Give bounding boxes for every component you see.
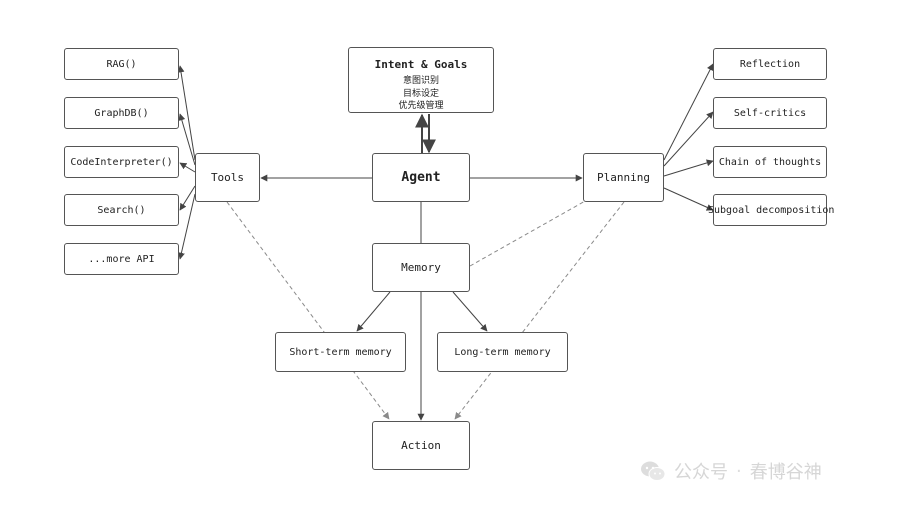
intent-goals-line-1: 意图识别 <box>402 76 439 86</box>
watermark: 公众号 · 春博谷神 <box>640 458 822 484</box>
watermark-text-right: 春博谷神 <box>749 462 822 483</box>
intent-goals-node: Intent & Goals 意图识别 目标设定 优先级管理 <box>348 47 494 113</box>
intent-goals-line-3: 优先级管理 <box>398 101 444 111</box>
arrow-tools-to-search <box>179 185 196 211</box>
watermark-separator: · <box>736 460 742 482</box>
intent-goals-line-2: 目标设定 <box>402 88 439 99</box>
plan-item-reflection: Reflection <box>713 48 827 80</box>
arrow-planning-to-self-critics <box>663 111 714 167</box>
planning-node: Planning <box>583 153 664 202</box>
plan-item-self-critics: Self-critics <box>713 97 827 129</box>
tool-item-graphdb: GraphDB() <box>64 97 179 129</box>
intent-goals-title: Intent & Goals <box>374 58 468 71</box>
action-node: Action <box>372 421 470 470</box>
dashed-planning-to-action <box>454 201 625 420</box>
arrow-planning-to-subgoal <box>663 187 714 211</box>
tools-node: Tools <box>195 153 260 202</box>
short-term-memory-node: Short-term memory <box>275 332 406 372</box>
memory-node: Memory <box>372 243 470 292</box>
arrow-tools-to-graphdb <box>178 113 196 166</box>
arrow-planning-to-reflection <box>663 63 714 161</box>
wechat-icon <box>640 460 666 482</box>
arrow-planning-to-chain-of-thoughts <box>663 159 714 177</box>
tool-item-codeinterpreter: CodeInterpreter() <box>64 146 179 178</box>
tool-item-search: Search() <box>64 194 179 226</box>
arrow-memory-to-long-term <box>452 291 488 332</box>
arrow-tools-to-rag <box>177 65 196 161</box>
plan-item-chain-of-thoughts: Chain of thoughts <box>713 146 827 178</box>
plan-item-subgoal-decomposition: Subgoal decomposition <box>708 194 834 226</box>
tool-item-rag: RAG() <box>64 48 179 80</box>
watermark-text-left: 公众号 <box>674 462 728 483</box>
arrow-tools-to-codeinterpreter <box>179 162 196 173</box>
tool-item-more-api: ...more API <box>64 243 179 275</box>
long-term-memory-node: Long-term memory <box>437 332 568 372</box>
agent-node: Agent <box>372 153 470 202</box>
arrow-memory-to-short-term <box>356 291 391 332</box>
dashed-tools-to-action <box>226 201 390 420</box>
arrow-tools-to-more-api <box>178 193 196 260</box>
plan-item-subgoal-label: Subgoal decomposition <box>708 204 835 216</box>
